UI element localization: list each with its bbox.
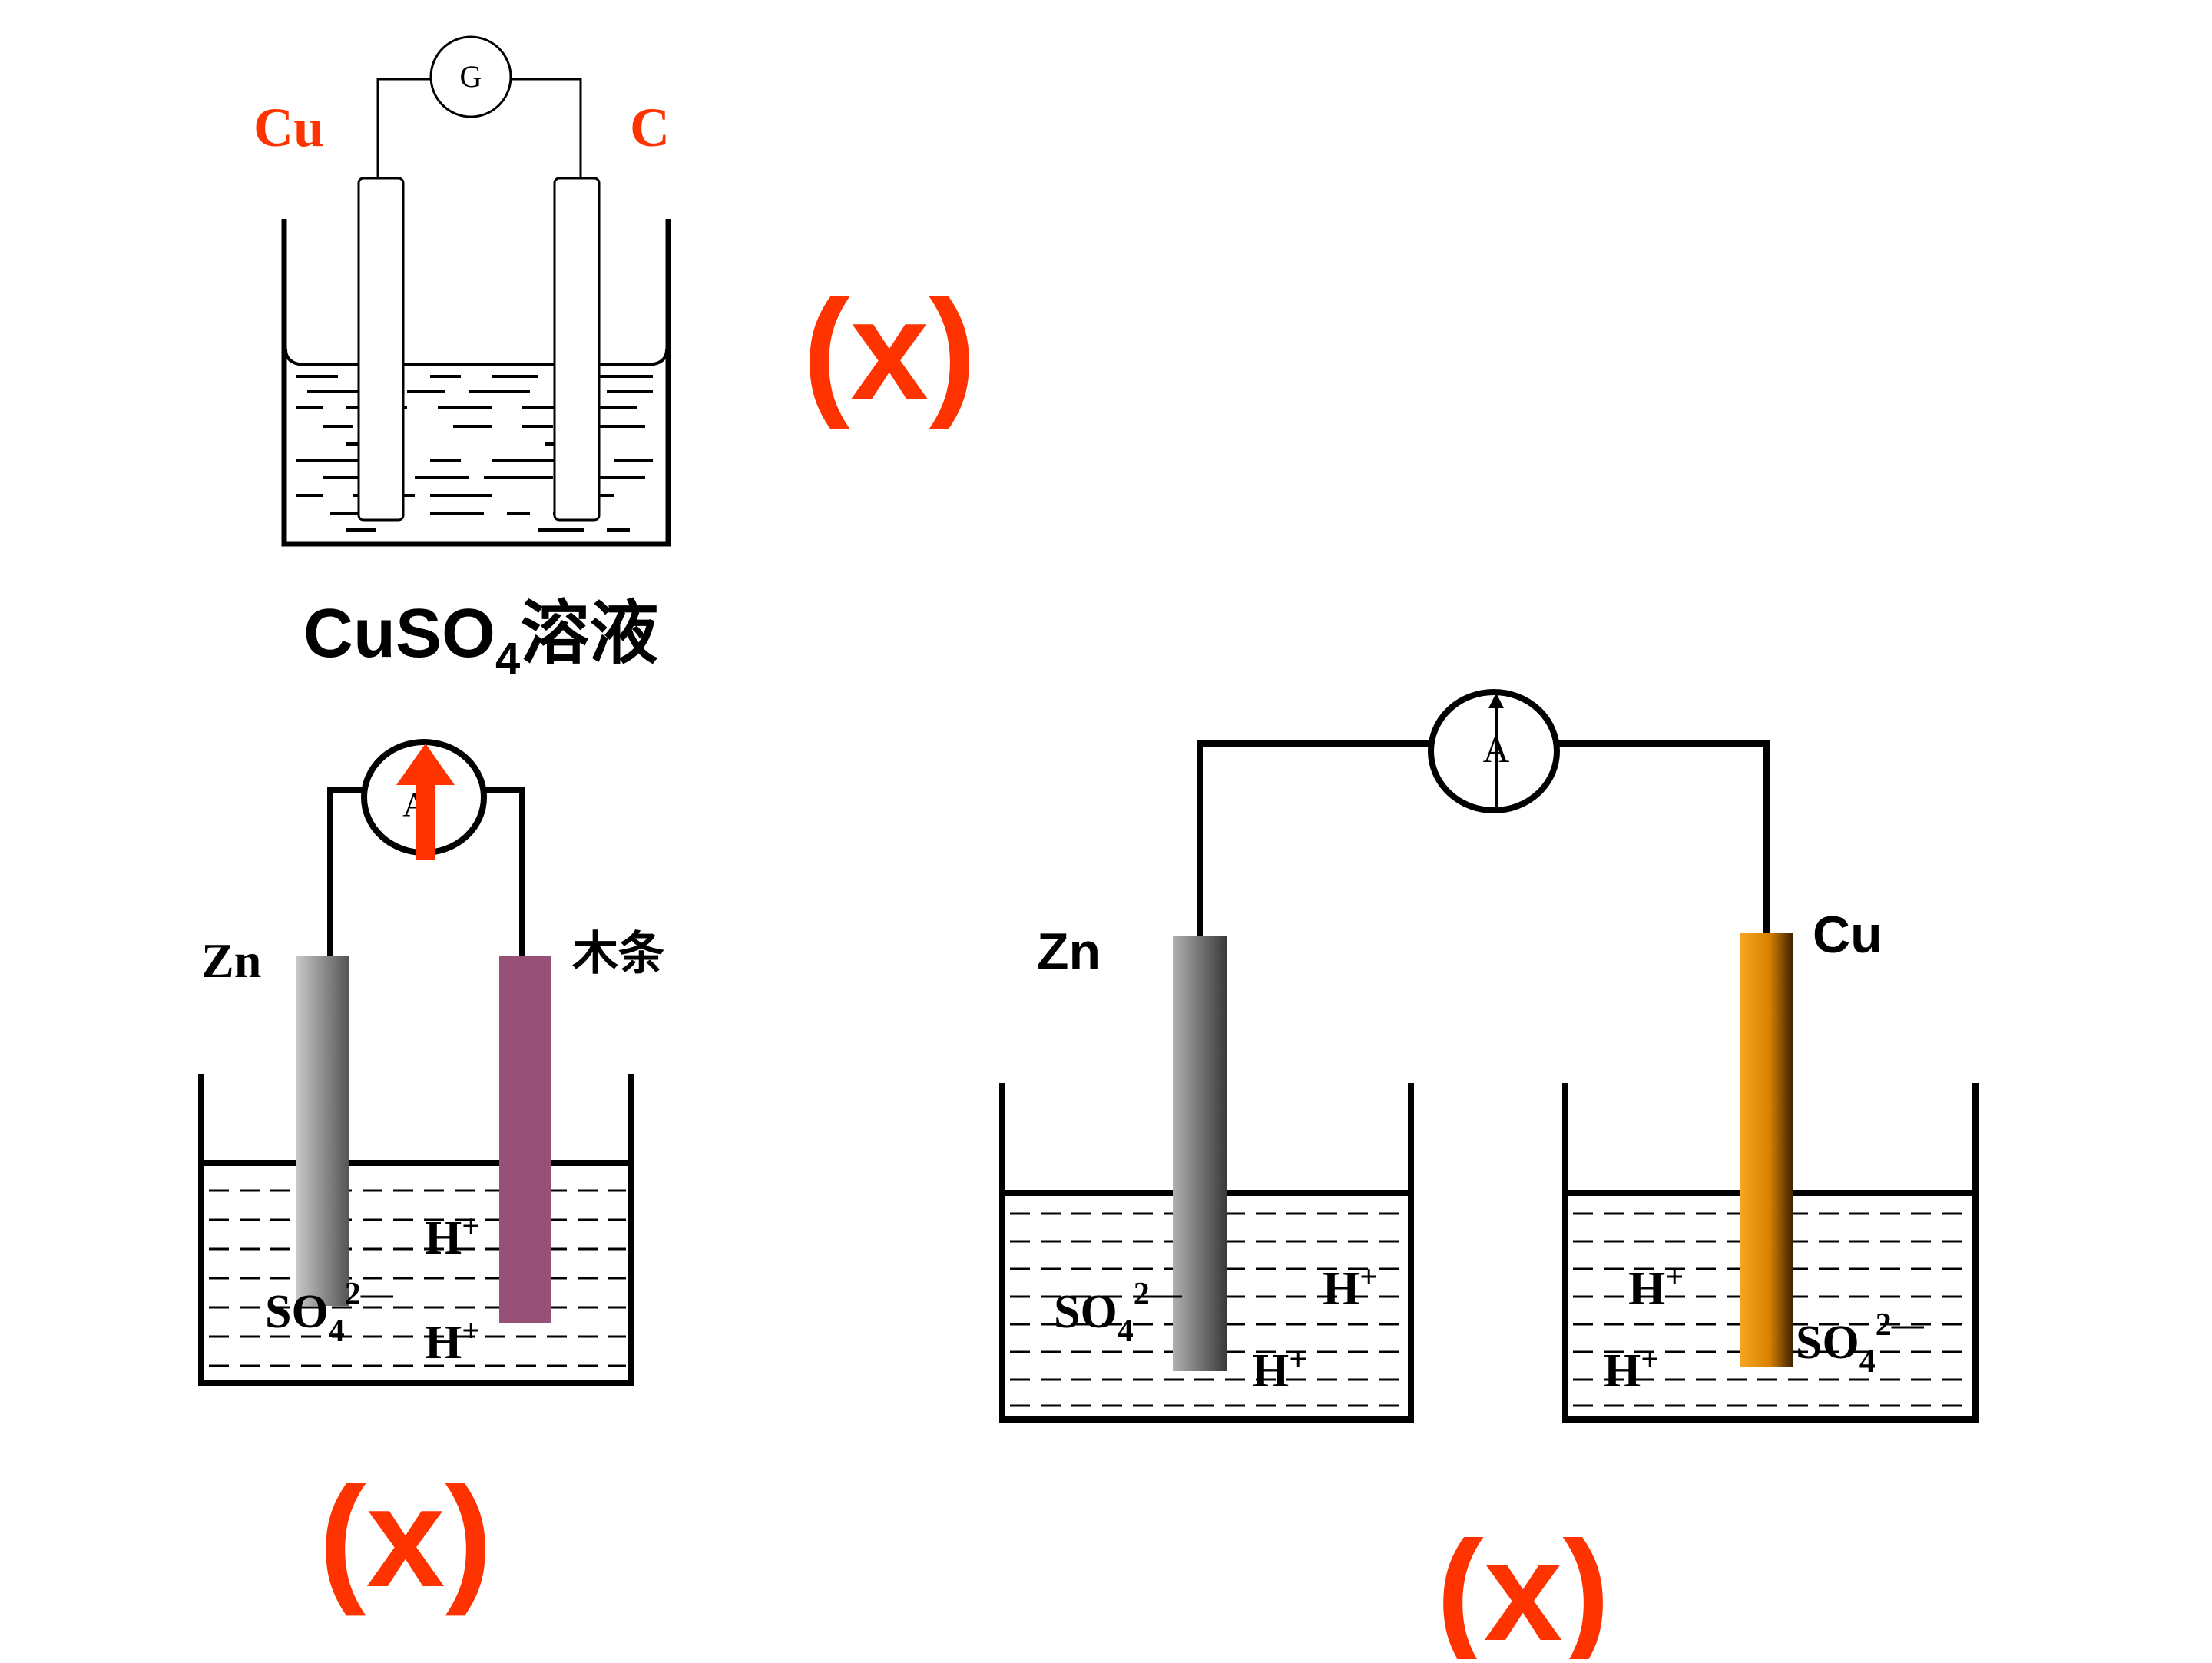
beaker-3-left (999, 1083, 1414, 1423)
ammeter-3 (1428, 689, 1560, 813)
ion-h-plus-2a: H+ (425, 1209, 480, 1264)
label-c-1: C (630, 97, 670, 158)
ion-h-plus-3-right-a: H+ (1628, 1260, 1684, 1315)
label-zn-2: Zn (201, 933, 261, 988)
zinc-electrode-2 (296, 956, 349, 1306)
label-cu-3: Cu (1813, 906, 1883, 964)
galvanometer (429, 35, 512, 118)
beaker-2 (198, 1074, 634, 1386)
beaker-1 (281, 219, 671, 547)
needle-arrow-icon (1488, 693, 1504, 810)
ammeter-3-label: A (1483, 730, 1510, 770)
ion-h-plus-2b: H+ (425, 1314, 480, 1369)
galvanometer-label: G (460, 59, 482, 94)
wire-1 (376, 78, 582, 178)
copper-electrode-1 (357, 177, 405, 522)
verdict-2: (x) (319, 1459, 492, 1617)
solution-label: CuSO4溶液 (303, 593, 658, 684)
ion-h-plus-3-left-b: H+ (1252, 1342, 1307, 1397)
wire-3 (1197, 740, 1770, 941)
verdict-3: (x) (1436, 1512, 1610, 1659)
beaker-3-right (1562, 1083, 1979, 1423)
ion-h-plus-3-left-a: H+ (1323, 1260, 1378, 1315)
cell-diagram-zn-wood: A Zn 木条 H+ SO42— H+ (198, 739, 664, 1617)
copper-electrode-3 (1740, 933, 1793, 1367)
zinc-electrode-3 (1173, 936, 1227, 1371)
ion-h-plus-3-right-b: H+ (1604, 1342, 1659, 1397)
carbon-electrode-1 (553, 177, 601, 522)
wood-strip-electrode (499, 956, 551, 1323)
cell-diagram-cu-c: G Cu C CuSO4溶液 (x) (253, 35, 976, 684)
liquid-surface-1 (284, 349, 668, 366)
liquid-dashes-2 (209, 1189, 626, 1367)
ion-sulfate-3-right: SO42— (1796, 1307, 1925, 1380)
label-zn-3: Zn (1037, 923, 1101, 981)
label-wood-strip: 木条 (572, 927, 664, 981)
cell-diagram-zn-cu-separate: A Zn Cu (999, 689, 1979, 1663)
verdict-1: (x) (803, 272, 976, 430)
red-arrow-icon (396, 744, 455, 860)
ion-sulfate-2: SO42— (265, 1277, 394, 1349)
label-cu-1: Cu (253, 97, 324, 158)
ion-sulfate-3-left: SO42— (1054, 1277, 1183, 1349)
